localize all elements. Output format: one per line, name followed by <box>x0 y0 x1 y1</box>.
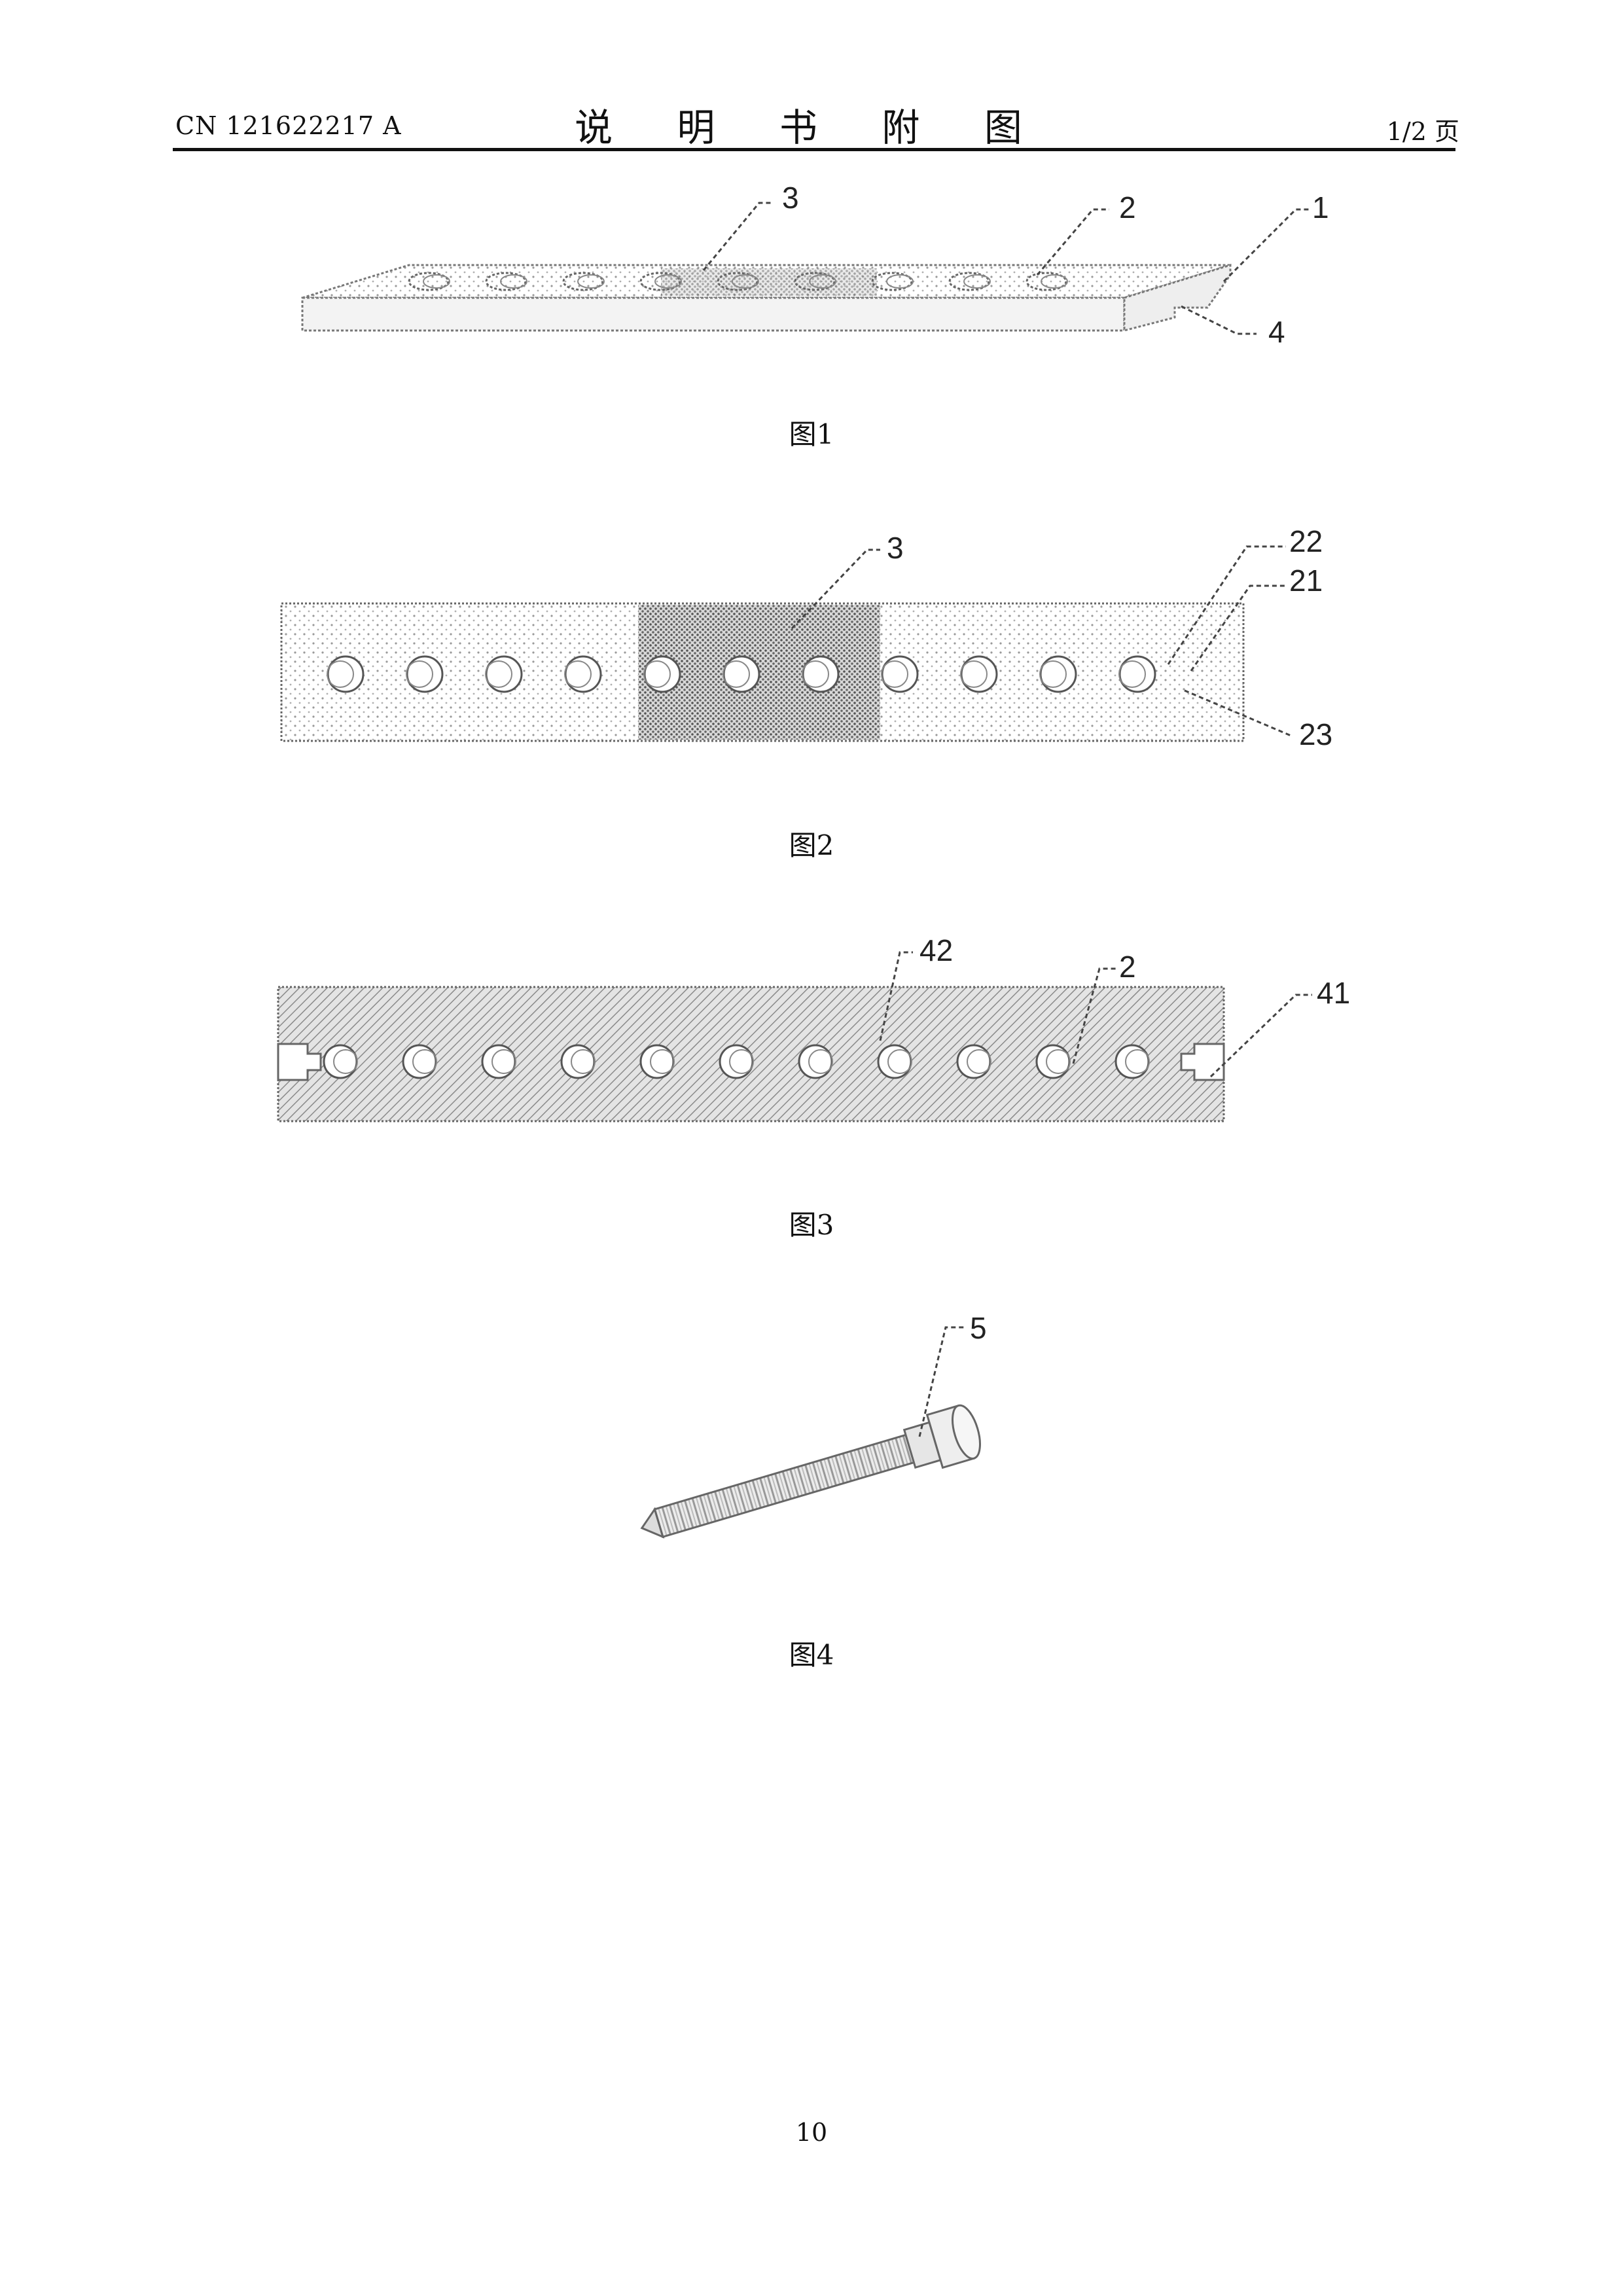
fig3-label-42: 42 <box>919 933 953 967</box>
fig2-label-23: 23 <box>1299 717 1332 751</box>
plate-hole <box>878 1045 911 1078</box>
fig1-label-3: 3 <box>782 181 799 215</box>
fig1-label-1: 1 <box>1312 190 1329 224</box>
plate-hole <box>562 1045 594 1078</box>
plate-hole <box>482 1045 515 1078</box>
figure-3-caption: 图3 <box>0 1203 1623 1243</box>
fig1-label-2: 2 <box>1119 190 1136 224</box>
screw-shaft <box>654 1435 914 1537</box>
plate-hole <box>957 1045 990 1078</box>
leader-41 <box>1211 995 1312 1077</box>
plate-hole <box>403 1045 436 1078</box>
plate-hole <box>720 1045 753 1078</box>
figure-2-caption: 图2 <box>0 823 1623 863</box>
figure-4-caption: 图4 <box>0 1633 1623 1673</box>
leader-3 <box>704 203 772 270</box>
plate-hole <box>799 1045 832 1078</box>
fig2-label-22: 22 <box>1289 524 1323 558</box>
fig3-label-2: 2 <box>1119 950 1136 984</box>
plate-hole <box>324 1045 357 1078</box>
fig2-label-3: 3 <box>887 531 904 565</box>
plate-hole <box>1116 1045 1149 1078</box>
fig4-label-5: 5 <box>970 1311 987 1345</box>
figure-4-bone-screw <box>634 1402 986 1554</box>
leader-1 <box>1224 209 1309 281</box>
fig2-label-21: 21 <box>1289 564 1323 598</box>
plate-hole <box>1037 1045 1069 1078</box>
figure-1-caption: 图1 <box>0 412 1623 452</box>
page-number: 10 <box>0 2118 1623 2147</box>
fig1-label-4: 4 <box>1268 315 1285 349</box>
plate-hole <box>641 1045 673 1078</box>
leader-4 <box>1181 306 1257 334</box>
fig3-label-41: 41 <box>1317 976 1350 1010</box>
